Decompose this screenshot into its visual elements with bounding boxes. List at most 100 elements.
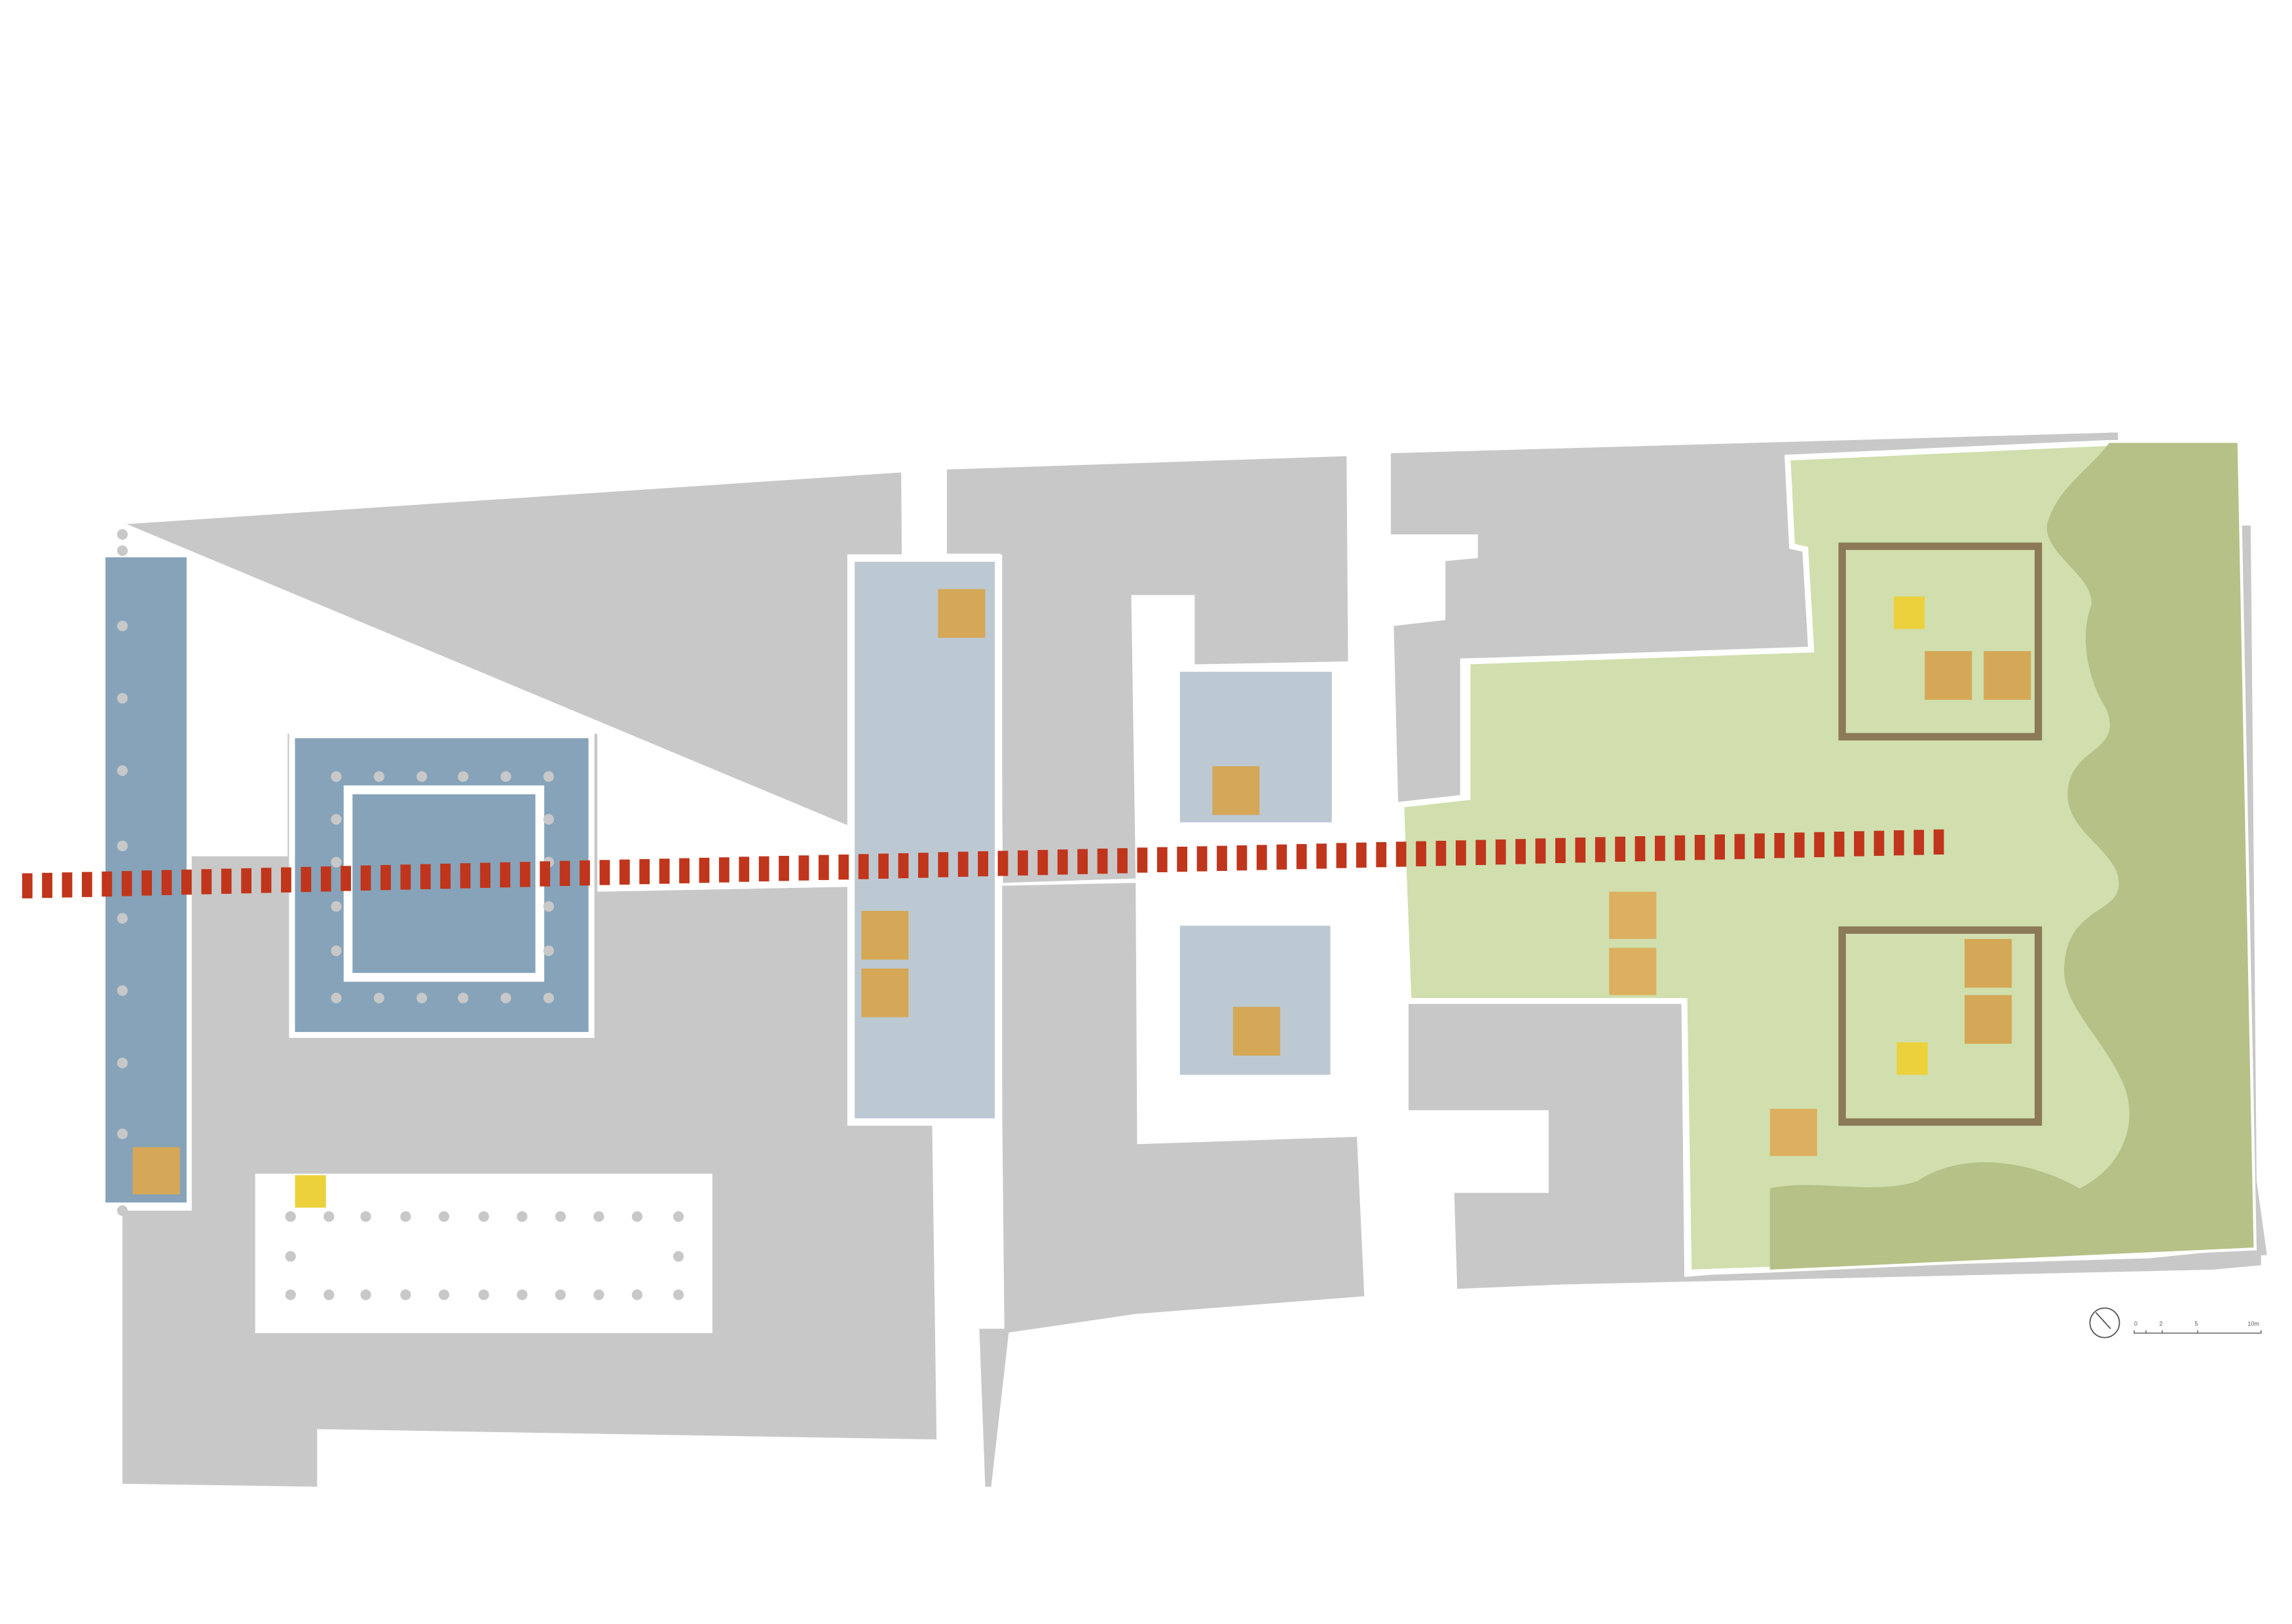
axis-dash — [1714, 834, 1726, 860]
column — [331, 857, 342, 868]
axis-dash — [1535, 838, 1546, 864]
axis-dash — [400, 864, 411, 890]
axis-dash — [1754, 833, 1765, 859]
axis-dash — [1475, 840, 1487, 865]
column — [673, 1251, 684, 1262]
scale-label-10m: 10m — [2247, 1321, 2259, 1327]
column — [117, 765, 128, 776]
axis-dash — [201, 869, 212, 895]
column — [458, 771, 469, 783]
column — [331, 771, 342, 783]
axis-dash — [1217, 845, 1227, 871]
axis-dash — [1794, 832, 1805, 858]
axis-dash — [739, 857, 750, 882]
building-block-northeast — [1390, 432, 2115, 805]
feature-ochre — [1925, 651, 1972, 700]
feature-ochre — [861, 911, 909, 960]
axis-dash — [1117, 848, 1128, 874]
axis-dash — [1435, 840, 1447, 866]
axis-dash — [718, 857, 730, 883]
axis-dash — [918, 853, 929, 878]
column — [117, 913, 128, 924]
column — [323, 1289, 335, 1301]
column — [285, 1289, 296, 1301]
axis-dash — [559, 860, 570, 886]
column — [117, 985, 128, 996]
axis-dash — [1575, 838, 1586, 863]
column — [117, 529, 128, 540]
axis-dash — [1774, 833, 1785, 858]
axis-dash — [121, 871, 132, 896]
axis-dash — [380, 864, 391, 891]
axis-dash — [997, 851, 1008, 876]
column — [331, 814, 342, 825]
axis-dash — [1156, 847, 1168, 872]
axis-dash — [1893, 830, 1904, 856]
axis-dash — [1455, 840, 1466, 866]
column — [331, 945, 342, 957]
feature-yellow — [1893, 596, 1925, 629]
axis-dash — [1256, 845, 1267, 870]
column — [360, 1289, 371, 1301]
axis-dash — [798, 855, 809, 881]
feature-ochre — [938, 589, 986, 638]
axis-dash — [1674, 835, 1686, 860]
axis-dash — [102, 871, 113, 897]
axis-dash — [540, 861, 551, 887]
colonnade-yard — [255, 1173, 712, 1333]
axis-dash — [1018, 850, 1028, 876]
axis-dash — [1655, 836, 1665, 861]
feature-ochre — [1212, 766, 1260, 815]
axis-dash — [440, 863, 451, 889]
axis-dash — [241, 868, 252, 894]
axis-dash — [1037, 849, 1048, 876]
axis-dash — [1396, 841, 1407, 867]
garden-woodland — [1769, 443, 2254, 1270]
axis-dash — [1236, 845, 1248, 871]
axis-dash — [878, 853, 889, 879]
column — [673, 1211, 684, 1222]
scale-label-5: 5 — [2194, 1321, 2198, 1327]
column — [400, 1289, 411, 1301]
column — [117, 1128, 128, 1139]
feature-ochre — [861, 968, 909, 1018]
axis-dash — [480, 862, 490, 888]
column — [400, 1211, 411, 1222]
column — [631, 1289, 643, 1301]
column — [285, 1211, 296, 1222]
column — [478, 1211, 489, 1222]
axis-dash — [978, 851, 989, 877]
axis-dash — [42, 872, 52, 898]
column — [555, 1211, 566, 1222]
axis-dash — [779, 855, 789, 881]
feature-yellow — [1896, 1042, 1928, 1075]
column — [500, 771, 511, 783]
column — [673, 1289, 684, 1301]
axis-dash — [22, 873, 33, 898]
axis-dash — [1196, 846, 1208, 872]
column — [543, 992, 554, 1004]
axis-dash — [619, 859, 630, 885]
feature-ochre — [1609, 891, 1657, 939]
axis-dash — [301, 866, 312, 893]
column — [543, 771, 554, 783]
axis-dash — [62, 872, 73, 898]
column — [458, 992, 469, 1004]
column — [331, 992, 342, 1004]
central-hall — [847, 554, 1003, 1126]
axis-dash — [1734, 834, 1745, 859]
building-block-central-south — [1000, 883, 1365, 1333]
axis-dash — [1854, 831, 1864, 857]
axis-dash — [1933, 829, 1944, 855]
axis-dash — [898, 853, 909, 879]
scale-labels: 0 2 5 10m — [2134, 1321, 2259, 1327]
column — [517, 1211, 528, 1222]
axis-dash — [1137, 847, 1148, 873]
axis-dash — [141, 870, 152, 896]
feature-ochre — [1984, 651, 2031, 700]
axis-dash — [1356, 842, 1367, 868]
axis-dash — [1057, 849, 1068, 875]
column — [593, 1289, 604, 1301]
axis-dash — [1834, 831, 1845, 857]
